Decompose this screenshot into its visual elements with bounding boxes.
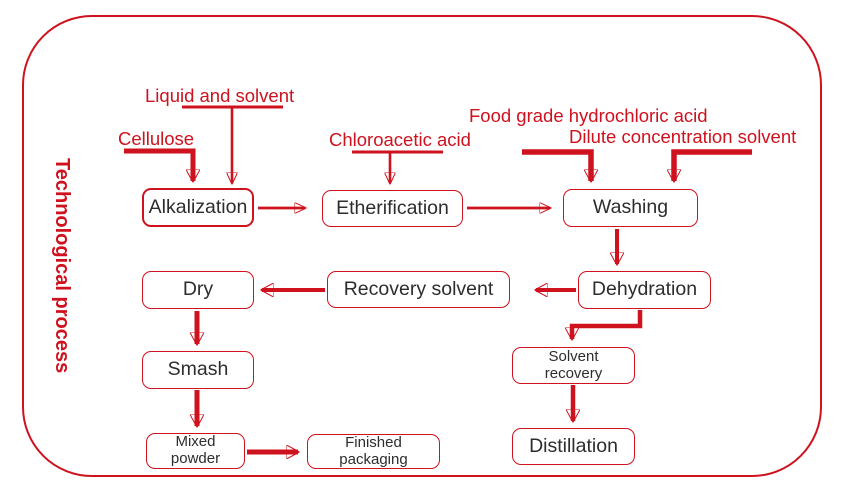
node-dry-label: Dry [182, 278, 214, 301]
node-solvent-recovery: Solvent recovery [512, 347, 635, 384]
node-finished-packaging-label-line1: Finished [345, 433, 402, 451]
label-liquid-and-solvent: Liquid and solvent [145, 85, 295, 106]
node-alkalization-label: Alkalization [148, 195, 248, 218]
node-washing: Washing [563, 189, 698, 227]
food-acid-to-washing-arrow [522, 149, 591, 181]
label-chloroacetic-acid: Chloroacetic acid [329, 129, 471, 150]
cellulose-to-alkalization-arrow [124, 148, 193, 181]
node-solvent-recovery-label-line1: Solvent [548, 347, 599, 365]
dilute-solvent-to-washing-arrow [674, 149, 752, 181]
label-cellulose: Cellulose [118, 128, 195, 149]
node-finished-packaging: Finished packaging [307, 434, 440, 469]
page-title: Technological process [51, 158, 73, 374]
label-dilute-concentration-solvent: Dilute concentration solvent [569, 126, 797, 147]
node-dry: Dry [142, 271, 254, 309]
node-dehydration: Dehydration [578, 271, 711, 309]
node-washing-label: Washing [592, 196, 669, 219]
process-boundary-frame [22, 15, 822, 477]
node-etherification: Etherification [322, 190, 463, 227]
node-distillation-label: Distillation [529, 434, 618, 457]
node-solvent-recovery-label-line2: recovery [544, 364, 603, 382]
node-recovery-solvent: Recovery solvent [327, 271, 510, 308]
node-smash-label: Smash [167, 358, 229, 381]
node-mixed-powder-label-line2: powder [170, 450, 221, 467]
node-smash: Smash [142, 351, 254, 389]
label-food-grade-hydrochloric-acid: Food grade hydrochloric acid [469, 105, 708, 126]
node-finished-packaging-label-line2: packaging [339, 450, 408, 468]
node-etherification-label: Etherification [336, 196, 449, 219]
node-recovery-solvent-label: Recovery solvent [343, 277, 494, 300]
dehydration-to-solvent-recovery-arrow [572, 310, 643, 339]
node-distillation: Distillation [512, 428, 635, 465]
node-mixed-powder-label-line1: Mixed [175, 433, 216, 451]
node-dehydration-label: Dehydration [591, 278, 698, 301]
node-alkalization: Alkalization [142, 188, 254, 227]
node-mixed-powder: Mixed powder [146, 433, 245, 469]
